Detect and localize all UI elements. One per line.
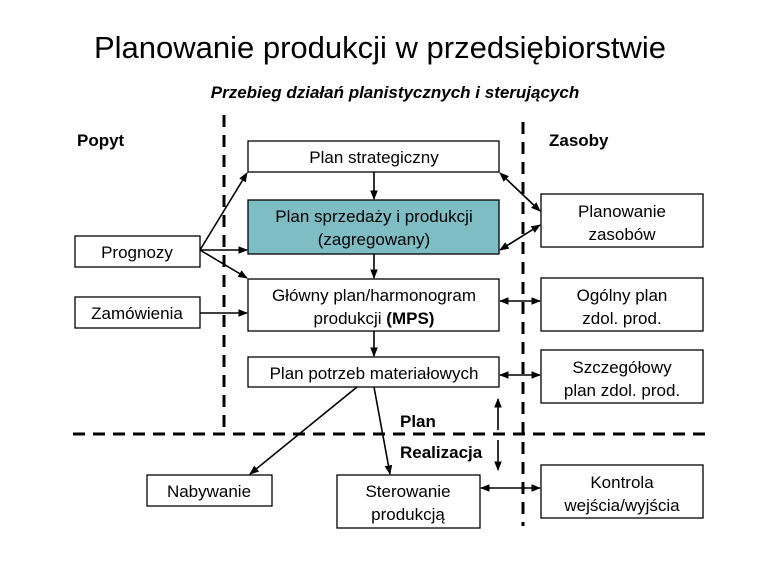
demand-label: Popyt: [77, 131, 125, 150]
box-forecasts: Prognozy: [74, 235, 201, 268]
svg-text:Plan sprzedaży i produkcji: Plan sprzedaży i produkcji: [275, 207, 472, 226]
page-title: Planowanie produkcji w przedsiębiorstwie: [94, 30, 666, 65]
svg-text:plan zdol. prod.: plan zdol. prod.: [564, 381, 680, 400]
svg-text:Główny plan/harmonogram: Główny plan/harmonogram: [272, 286, 476, 305]
svg-text:Nabywanie: Nabywanie: [167, 482, 251, 501]
box-material-requirements-plan: Plan potrzeb materiałowych: [247, 356, 500, 388]
box-sales-operations-plan: Plan sprzedaży i produkcji (zagregowany): [247, 199, 500, 255]
resources-label: Zasoby: [549, 131, 609, 150]
svg-text:produkcją: produkcją: [371, 505, 445, 524]
svg-text:produkcji (MPS): produkcji (MPS): [314, 309, 435, 328]
svg-text:zasobów: zasobów: [588, 225, 656, 244]
box-orders: Zamówienia: [74, 296, 201, 329]
box-rough-cut-capacity: Ogólny plan zdol. prod.: [540, 277, 704, 332]
arrows: [199, 172, 541, 492]
execution-label: Realizacja: [400, 443, 483, 462]
svg-text:Plan potrzeb materiałowych: Plan potrzeb materiałowych: [270, 364, 479, 383]
box-purchasing: Nabywanie: [146, 474, 273, 507]
plan-label: Plan: [400, 412, 436, 431]
box-master-production-schedule: Główny plan/harmonogram produkcji (MPS): [247, 278, 500, 332]
svg-text:Sterowanie: Sterowanie: [365, 482, 450, 501]
box-detailed-capacity: Szczegółowy plan zdol. prod.: [540, 349, 704, 404]
subtitle: Przebieg działań planistycznych i steruj…: [211, 83, 579, 102]
svg-text:Ogólny plan: Ogólny plan: [577, 286, 668, 305]
svg-text:Kontrola: Kontrola: [590, 473, 654, 492]
svg-text:Planowanie: Planowanie: [578, 202, 666, 221]
box-input-output-control: Kontrola wejścia/wyjścia: [540, 464, 704, 519]
svg-text:Szczegółowy: Szczegółowy: [572, 358, 672, 377]
svg-text:wejścia/wyjścia: wejścia/wyjścia: [563, 496, 680, 515]
svg-text:Zamówienia: Zamówienia: [91, 304, 183, 323]
box-production-control: Sterowanie produkcją: [336, 474, 481, 529]
box-strategic-plan: Plan strategiczny: [247, 140, 500, 173]
svg-text:Plan strategiczny: Plan strategiczny: [309, 148, 439, 167]
box-resource-planning: Planowanie zasobów: [540, 193, 704, 248]
svg-text:zdol. prod.: zdol. prod.: [582, 309, 661, 328]
svg-text:Prognozy: Prognozy: [101, 243, 173, 262]
svg-text:(zagregowany): (zagregowany): [318, 230, 430, 249]
